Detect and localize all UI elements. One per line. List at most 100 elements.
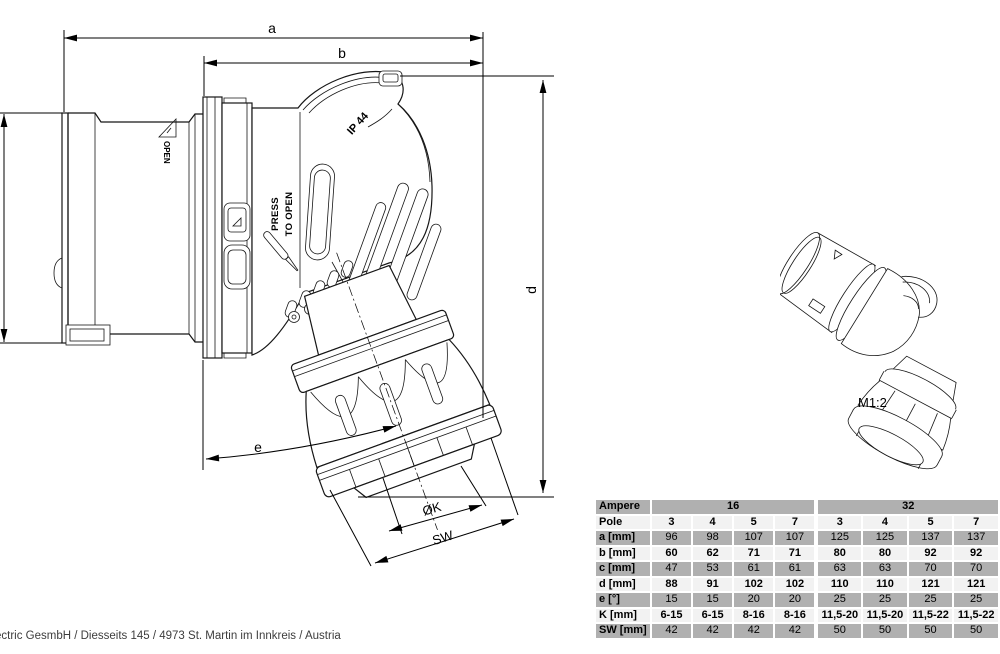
row-label: c [mm]: [596, 562, 652, 578]
cell: 5: [908, 515, 955, 531]
press-to-open-line1: PRESS: [270, 197, 281, 231]
cell: 121: [908, 577, 955, 593]
hinge-cap: [378, 70, 403, 87]
cell: 15: [651, 593, 694, 609]
cell: 50: [816, 624, 864, 640]
cell: 4: [693, 515, 735, 531]
scale-view: M1:2: [780, 231, 957, 470]
latch-buttons: [223, 202, 251, 290]
dim-label-sw: SW: [430, 527, 455, 548]
dim-label-b: b: [338, 45, 346, 61]
cell: 98: [693, 531, 735, 547]
dim-label-d: d: [523, 286, 539, 294]
cell: 8-16: [734, 608, 776, 624]
cell: 50: [863, 624, 909, 640]
cell: 137: [908, 531, 955, 547]
dimension-d: d: [358, 75, 554, 498]
cell: 47: [651, 562, 694, 578]
row-label: a [mm]: [596, 531, 652, 547]
scale-view-body: [780, 231, 938, 357]
cell: 4: [863, 515, 909, 531]
dimension-a: a: [63, 20, 483, 112]
row-label: K [mm]: [596, 608, 652, 624]
cell: 25: [816, 593, 864, 609]
cell: 102: [734, 577, 776, 593]
dim-label-a: a: [268, 20, 276, 36]
table-header-row: Ampere 16 32: [596, 500, 1000, 516]
cell: 102: [775, 577, 817, 593]
scale-label: M1:2: [858, 395, 887, 410]
row-label: b [mm]: [596, 546, 652, 562]
socket-face: [61, 112, 69, 344]
warning-triangle-icon: [158, 117, 177, 138]
cell: 63: [816, 562, 864, 578]
dimension-left: [0, 112, 62, 344]
cell: 3: [651, 515, 694, 531]
dimension-e: e: [202, 360, 397, 470]
cell: 53: [693, 562, 735, 578]
cell: 88: [651, 577, 694, 593]
cell: 61: [734, 562, 776, 578]
lid-slot: [305, 163, 335, 261]
cell: 110: [863, 577, 909, 593]
row-label: Pole: [596, 515, 652, 531]
cell: 61: [775, 562, 817, 578]
cell: 121: [954, 577, 1000, 593]
flange: [202, 96, 223, 359]
cell: 42: [734, 624, 776, 640]
group-32: 32: [816, 500, 1000, 516]
cell: 42: [775, 624, 817, 640]
row-label: SW [mm]: [596, 624, 652, 640]
dimension-b: b: [203, 32, 484, 418]
cell: 42: [693, 624, 735, 640]
cell: 125: [863, 531, 909, 547]
cell: 125: [816, 531, 864, 547]
cell: 110: [816, 577, 864, 593]
cell: 7: [954, 515, 1000, 531]
latch-bump: [53, 257, 63, 289]
cell: 71: [734, 546, 776, 562]
row-label: e [°]: [596, 593, 652, 609]
cell: 6-15: [693, 608, 735, 624]
cell: 96: [651, 531, 694, 547]
cell: 80: [863, 546, 909, 562]
press-to-open-line2: TO OPEN: [284, 192, 295, 237]
cell: 42: [651, 624, 694, 640]
scale-open-icon: [833, 249, 843, 260]
cell: 107: [775, 531, 817, 547]
group-16: 16: [651, 500, 817, 516]
cell: 11,5-20: [863, 608, 909, 624]
cell: 71: [775, 546, 817, 562]
cell: 137: [954, 531, 1000, 547]
dimension-sw: SW: [329, 437, 519, 567]
cell: 8-16: [775, 608, 817, 624]
cell: 70: [954, 562, 1000, 578]
cell: 15: [693, 593, 735, 609]
dim-label-e: e: [254, 439, 262, 455]
cell: 11,5-22: [908, 608, 955, 624]
cell: 25: [908, 593, 955, 609]
ampere-label: Ampere: [596, 500, 652, 516]
dim-label-k: ØK: [421, 499, 444, 519]
row-label: d [mm]: [596, 577, 652, 593]
cell: 6-15: [651, 608, 694, 624]
cell: 50: [954, 624, 1000, 640]
screwdriver-icon: [263, 231, 299, 272]
cell: 80: [816, 546, 864, 562]
cell: 92: [954, 546, 1000, 562]
cell: 70: [908, 562, 955, 578]
cell: 60: [651, 546, 694, 562]
technical-drawing: OPEN IP 44: [0, 20, 554, 567]
cell: 20: [775, 593, 817, 609]
cell: 63: [863, 562, 909, 578]
cable-gland: [290, 252, 502, 531]
